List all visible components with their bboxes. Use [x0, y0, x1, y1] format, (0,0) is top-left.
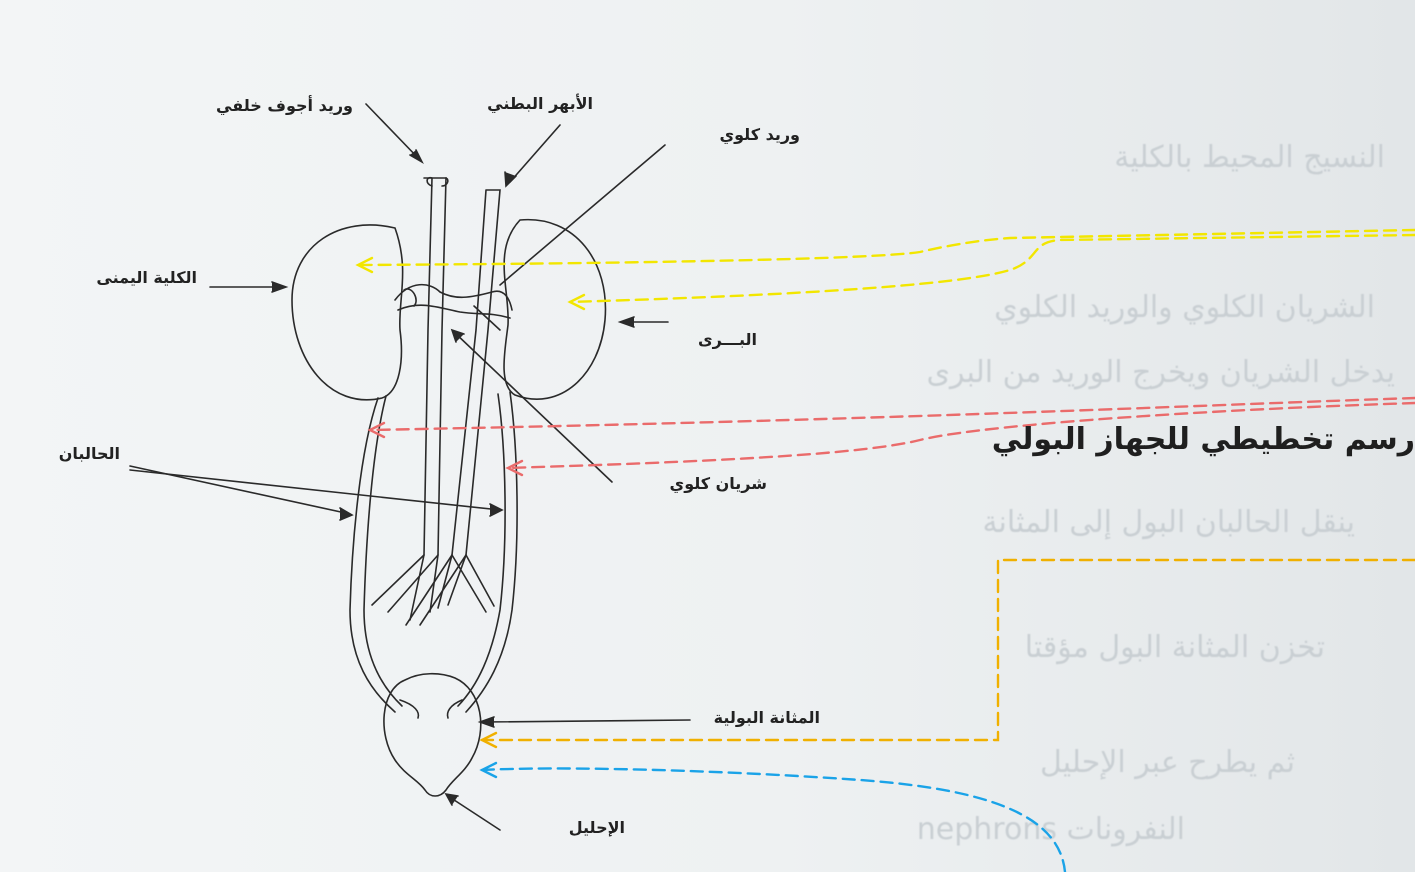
label-abdominal-aorta: الأبهر البطني: [487, 94, 593, 113]
yellow-arrow-1: [360, 230, 1415, 265]
aorta-shape: [452, 190, 500, 555]
yellow-arrow-2: [570, 235, 1415, 302]
label-right-kidney: الكلية اليمنى: [96, 268, 197, 287]
label-posterior-vena-cava: وريد أجوف خلفي: [216, 96, 353, 115]
label-renal-vein: وريد كلوي: [719, 125, 800, 144]
bladder-shape: [384, 674, 481, 796]
vena-cava-shape: [424, 178, 446, 555]
label-ureters: الحالبان: [59, 444, 120, 463]
label-urinary-bladder: المثانة البولية: [714, 708, 820, 727]
diagram-title: رسم تخطيطي للجهاز البولي: [992, 422, 1415, 457]
ureter-right-shape: [350, 398, 395, 712]
left-kidney-shape: [504, 220, 605, 400]
label-renal-artery: شريان كلوي: [670, 474, 767, 493]
label-urethra: الإحليل: [569, 818, 625, 837]
label-hilum: البـــرى: [698, 330, 757, 349]
ureter-left-shape: [466, 392, 517, 712]
right-kidney-shape: [292, 225, 403, 400]
orange-arrow: [482, 560, 1415, 740]
